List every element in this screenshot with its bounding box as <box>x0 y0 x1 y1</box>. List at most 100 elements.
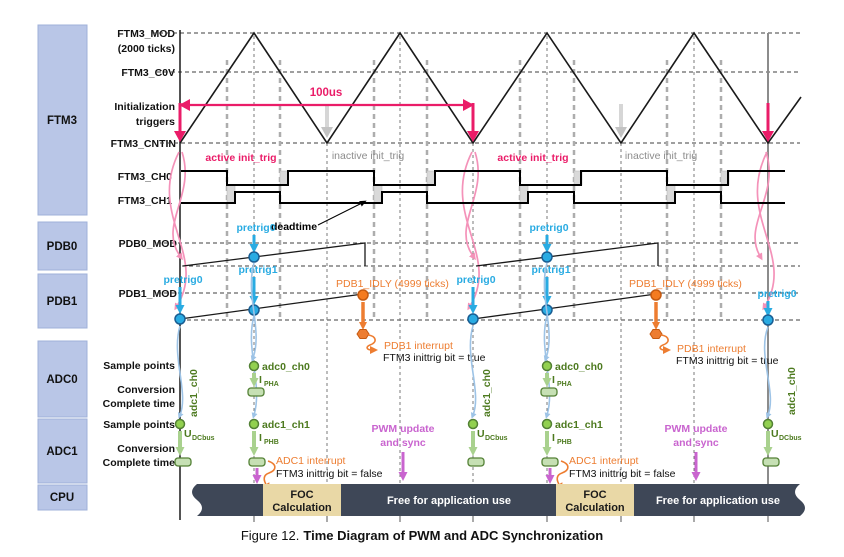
udcbus-sub-label: DCbus <box>192 435 215 442</box>
foc-calculation-block <box>263 484 341 516</box>
bottom-ticks <box>253 516 769 522</box>
sidebar-label-ftm3: FTM3 <box>47 115 77 127</box>
deadtime-pointer-arrow <box>317 200 367 226</box>
pwm-update-label-1: PWM update <box>665 423 728 435</box>
row-label-adc0-complete: Complete time <box>103 398 176 410</box>
pdb1-interrupt-squiggle-arrow <box>659 334 671 354</box>
sidebar-label-pdb1: PDB1 <box>47 296 78 308</box>
foc-label-2: Calculation <box>565 502 625 514</box>
adc1-interrupt-squiggle-arrow <box>262 460 276 491</box>
pwm-update-label-2: and sync <box>673 437 719 449</box>
udcbus-sub-label: DCbus <box>779 435 802 442</box>
row-label-adc0-conversion: Conversion <box>117 384 175 396</box>
free-for-app-label: Free for application use <box>656 495 780 507</box>
adc1-inittrig-false-label: FTM3 inittrig bit = false <box>276 468 383 480</box>
adc1-ch0-vertical-label: adc1_ch0 <box>786 367 798 415</box>
row-label-ftm3-cntin: FTM3_CNTIN <box>111 138 176 150</box>
pdb1-pretrig1-label: pretrig1 <box>238 264 277 276</box>
ipha-label: I <box>552 374 555 386</box>
pdb1-pretrig0-point <box>174 313 186 325</box>
figure-caption-prefix: Figure 12. <box>240 528 300 543</box>
adc1-ch0-vertical-label: adc1_ch0 <box>481 369 493 417</box>
grid-lines <box>152 32 800 321</box>
ipha-sub-label: PHA <box>264 381 279 388</box>
sidebar-box-cpu <box>37 484 88 511</box>
pdb1-counter <box>179 293 657 320</box>
adc1-inittrig-false-label: FTM3 inittrig bit = false <box>569 468 676 480</box>
pdb0-pretrig0-point <box>248 251 260 263</box>
pdb1-interrupt-label: PDB1 interrupt <box>677 343 746 355</box>
row-label-ftm3-mod: FTM3_MOD <box>117 28 175 40</box>
inactive-init-trig-label: inactive init_trig <box>332 150 405 162</box>
sidebar: FTM3 PDB0 PDB1 ADC0 ADC1 CPU <box>37 24 88 511</box>
udcbus-sub-label: DCbus <box>485 435 508 442</box>
sidebar-box-adc1 <box>37 418 88 484</box>
sidebar-box-pdb0 <box>37 221 88 271</box>
deadtime-zones <box>226 170 730 204</box>
pdb1-inittrig-true-label: FTM3 inittrig bit = true <box>383 352 486 364</box>
init-trigger-arrows <box>174 99 774 142</box>
cpu-timeline-bar <box>192 484 805 516</box>
foc-label-1: FOC <box>290 489 313 501</box>
sidebar-box-pdb1 <box>37 273 88 329</box>
row-label-adc0-sample: Sample points <box>103 360 175 372</box>
adc1-interrupt-label: ADC1 interrupt <box>276 455 346 467</box>
adc0-complete-marker <box>247 387 265 397</box>
adc1-interrupt-label: ADC1 interrupt <box>569 455 639 467</box>
sidebar-label-adc1: ADC1 <box>46 446 78 458</box>
sidebar-box-adc0 <box>37 340 88 418</box>
foc-calculation-block <box>556 484 634 516</box>
inactive-init-trig-label: inactive init_trig <box>625 150 698 162</box>
udcbus-label: U <box>184 428 192 440</box>
foc-label-2: Calculation <box>272 502 332 514</box>
row-label-ftm3-c0v: FTM3_C0V <box>121 67 175 79</box>
adc1-ch1-label: adc1_ch1 <box>262 419 310 431</box>
adc1-interrupt-squiggle-arrow <box>555 460 569 491</box>
row-label-adc1-conversion: Conversion <box>117 443 175 455</box>
pdb1-pretrig0-point <box>467 313 479 325</box>
pdb1-pretrig1-label: pretrig1 <box>531 264 570 276</box>
ipha-label: I <box>259 374 262 386</box>
row-label-ftm3-ch0: FTM3_CH0 <box>118 171 172 183</box>
sidebar-box-ftm3 <box>37 24 88 216</box>
pdb0-pretrig0-label: pretrig0 <box>236 222 275 234</box>
iphb-label: I <box>259 432 262 444</box>
pdb0-pretrig0-label: pretrig0 <box>529 222 568 234</box>
adc0-complete-marker <box>540 387 558 397</box>
pdb1-interrupt-label: PDB1 interrupt <box>384 340 453 352</box>
adc1-complete-markers <box>174 457 780 467</box>
pdb1-pretrig0-label: pretrig0 <box>757 288 796 300</box>
adc1-ch1-label: adc1_ch1 <box>555 419 603 431</box>
ftm3-ch1-waveform <box>181 191 785 204</box>
pdb1-interrupt-point <box>356 329 370 339</box>
ftm3-counter-waveform <box>179 31 802 145</box>
sidebar-label-adc0: ADC0 <box>46 374 77 386</box>
row-labels: FTM3_MOD (2000 ticks) FTM3_C0V Initializ… <box>103 28 178 469</box>
pdb0-pretrig0-point <box>541 251 553 263</box>
ftm3-ch0-waveform <box>181 170 785 186</box>
deadtime-label: deadtime <box>271 221 317 233</box>
sidebar-label-pdb0: PDB0 <box>47 241 78 253</box>
row-label-ftm3-ch1: FTM3_CH1 <box>118 195 172 207</box>
adc0-ch0-label: adc0_ch0 <box>262 361 310 373</box>
pdb1-idly-point <box>357 289 369 301</box>
pdb1-pretrig0-label: pretrig0 <box>456 274 495 286</box>
pdb1-interrupt-point <box>649 329 663 339</box>
pdb1-interrupt-squiggle-arrow <box>366 334 378 354</box>
pdb1-pretrig0-point <box>762 314 774 326</box>
row-label-pdb1-mod: PDB1_MOD <box>119 288 178 300</box>
init-trig-to-pdb-curves <box>168 151 775 311</box>
row-label-init-triggers-2: triggers <box>136 116 175 128</box>
row-label-pdb0-mod: PDB0_MOD <box>119 238 178 250</box>
adc1-conversion-arrows <box>175 431 773 456</box>
udcbus-label: U <box>771 428 779 440</box>
iphb-label: I <box>552 432 555 444</box>
pwm-update-label-2: and sync <box>380 437 426 449</box>
pdb1-idly-label: PDB1_IDLY (4999 ticks) <box>629 278 742 290</box>
period-100us-label: 100us <box>310 87 343 99</box>
free-for-app-label: Free for application use <box>387 495 511 507</box>
pdb1-inittrig-true-label: FTM3 inittrig bit = true <box>676 355 779 367</box>
row-label-adc1-sample: Sample points <box>103 419 175 431</box>
